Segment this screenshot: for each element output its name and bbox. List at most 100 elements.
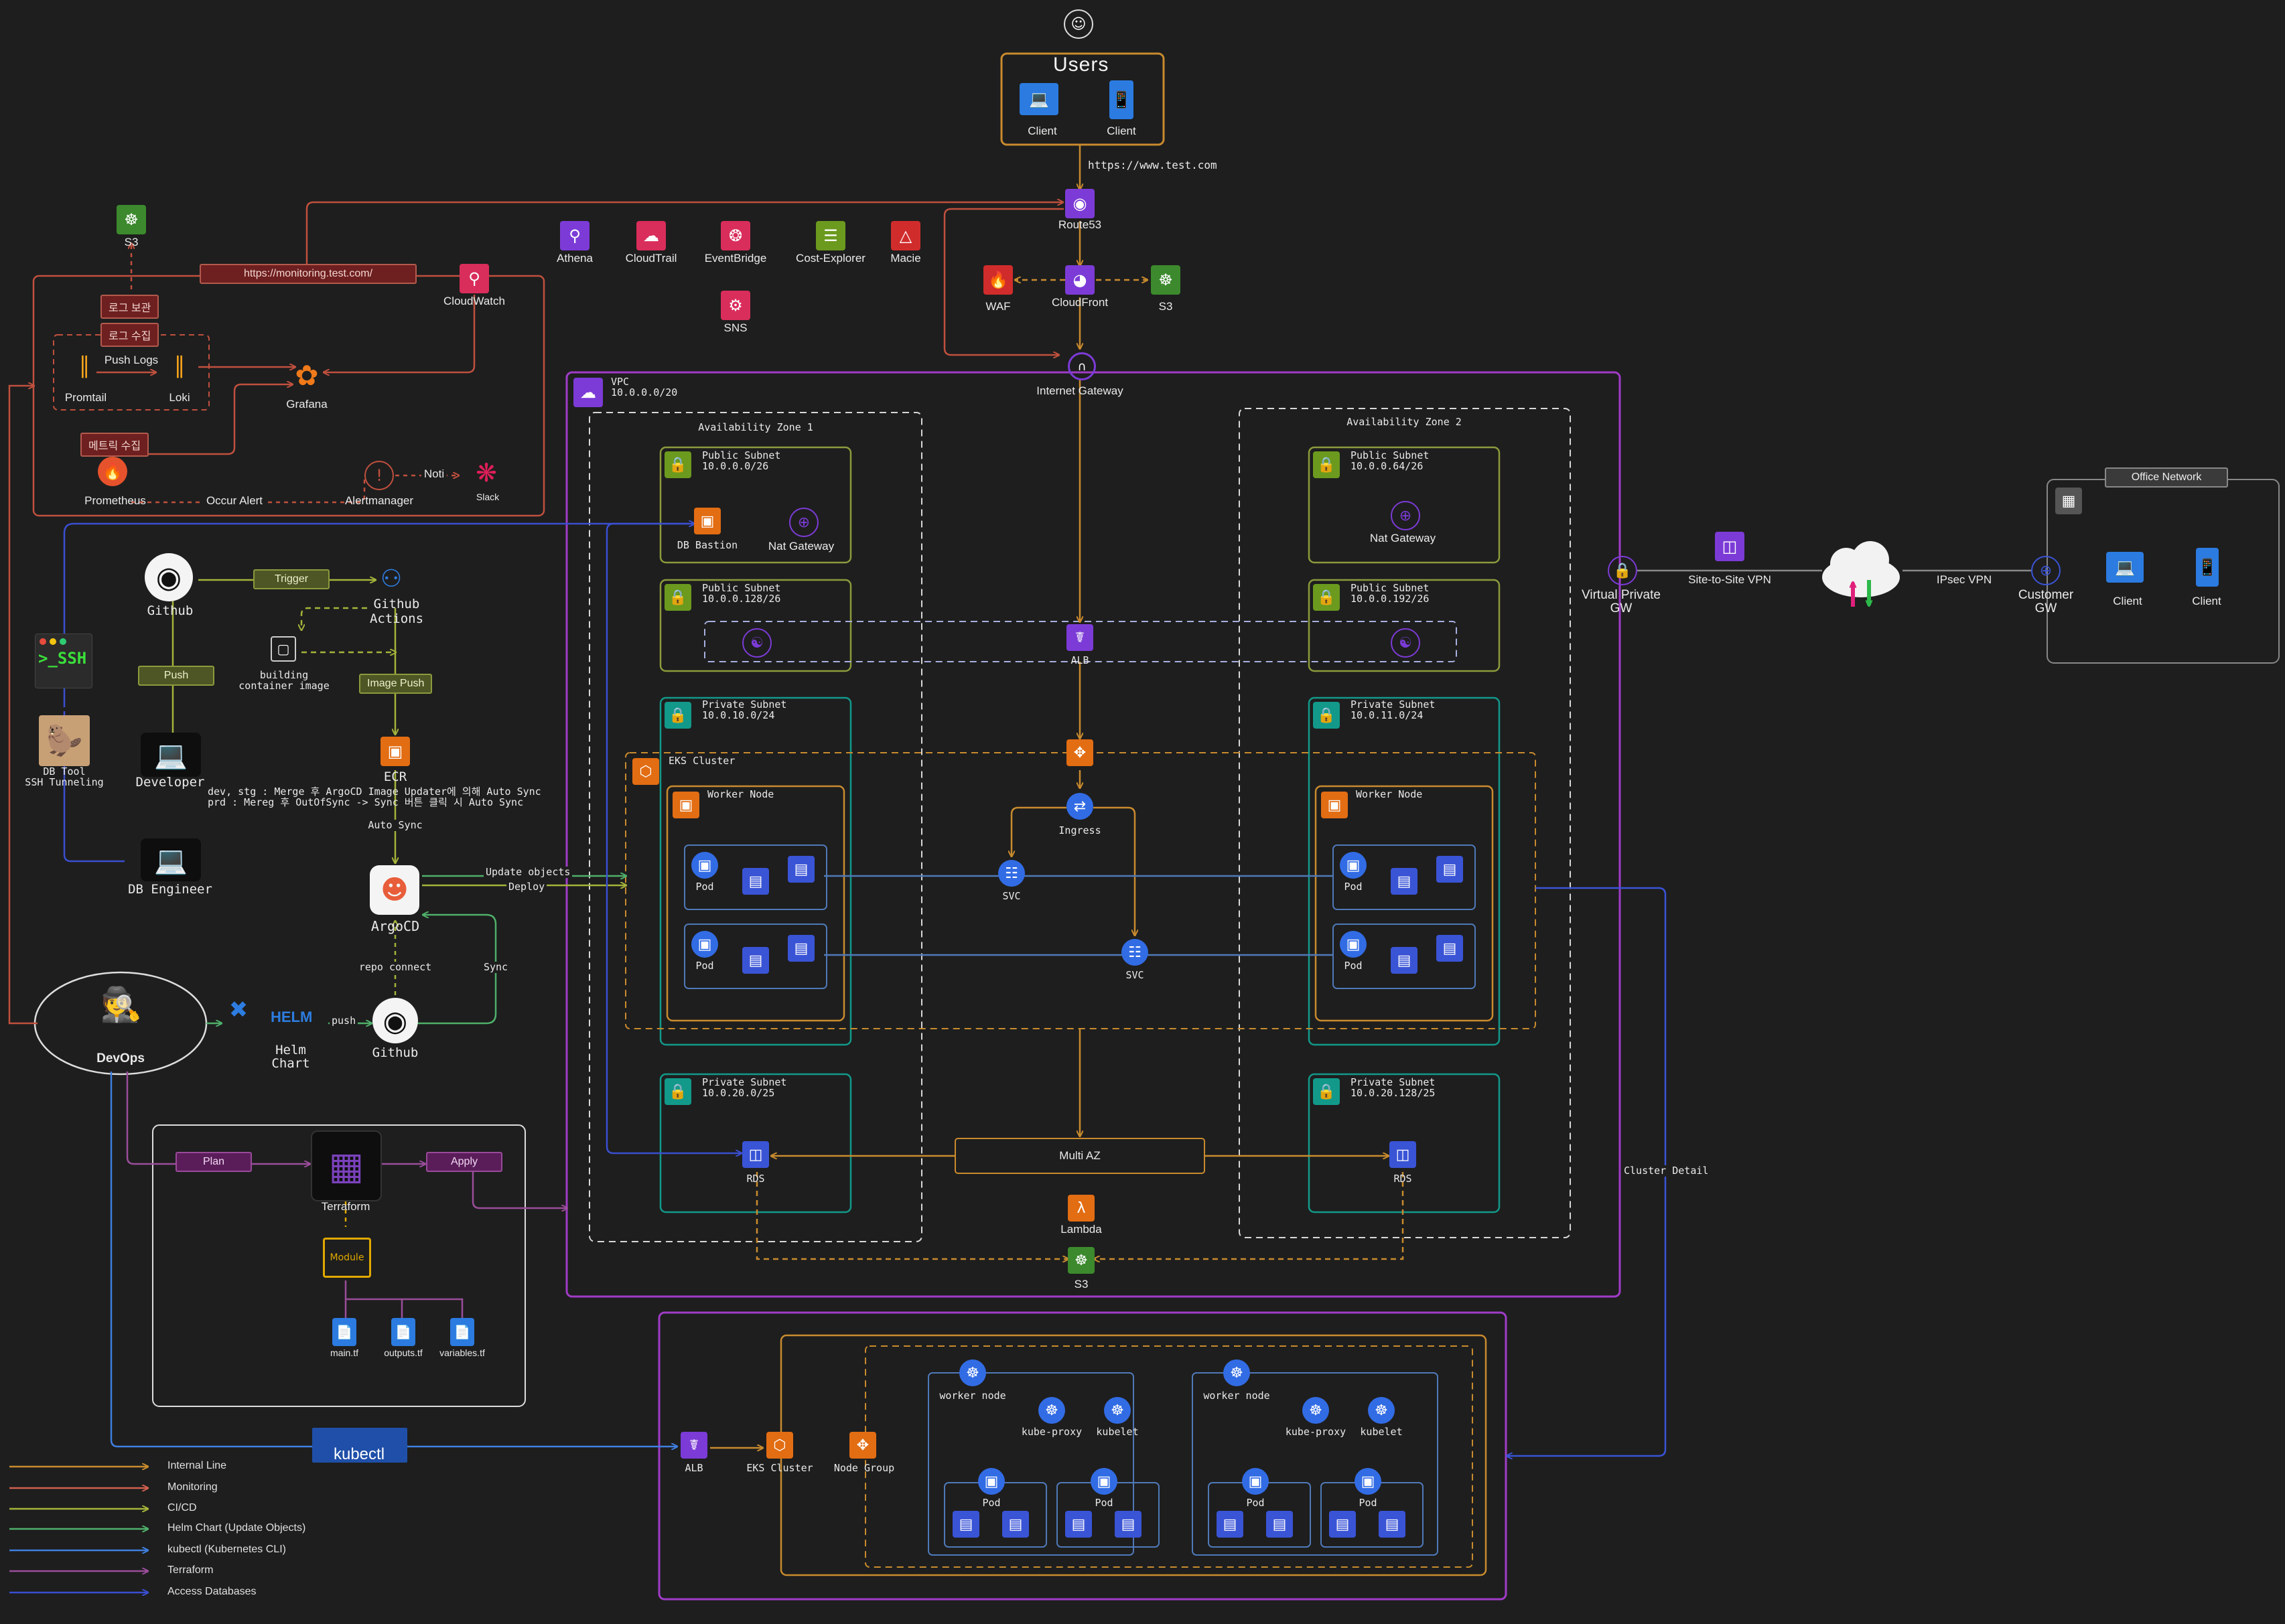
monitoring-s3-icon: ☸ <box>117 205 146 234</box>
push-label: push <box>330 1015 358 1027</box>
cd-kubelet-2-label: kubelet <box>1360 1426 1403 1438</box>
users-url[interactable]: https://www.test.com <box>1088 159 1217 171</box>
eks-entry-icon: ✥ <box>1066 739 1093 766</box>
window-dot-yellow <box>50 638 56 645</box>
phone-icon: 📱 <box>1109 80 1133 119</box>
alb-node-1-icon: ☯ <box>742 628 772 658</box>
ssh-terminal[interactable]: >_SSH <box>35 634 92 688</box>
cd-eks-icon: ⬡ <box>766 1432 793 1459</box>
container-icon: ▢ <box>271 636 296 662</box>
cd-worker-node-2-icon: ☸ <box>1223 1359 1250 1386</box>
db-tool-icon: 🦫 <box>39 715 90 766</box>
cd-pod-2-icon: ▣ <box>1091 1468 1117 1495</box>
vpc-cidr: 10.0.0.0/20 <box>611 386 678 398</box>
alertmanager-icon: ! <box>364 461 394 490</box>
cloudwatch-icon: ⚲ <box>460 264 489 293</box>
legend-access-databases: Access Databases <box>167 1586 257 1597</box>
public-subnet-1-name: Public Subnet <box>702 449 781 461</box>
private-subnet-1 <box>659 696 852 1046</box>
vpgw-label-1: Virtual Private <box>1582 588 1661 602</box>
promtail-icon: ∥ <box>78 352 90 379</box>
kubectl-label: kubectl <box>333 1445 385 1463</box>
argocd-note-1: dev, stg : Merge 후 ArgoCD Image Updater에… <box>208 786 541 798</box>
container-4-icon: ▤ <box>788 935 815 962</box>
module-icon: Module <box>323 1238 371 1278</box>
loki-label: Loki <box>169 391 190 404</box>
vpn-gateway-icon: ◫ <box>1715 532 1744 561</box>
vpgw-label-2: GW <box>1610 601 1633 615</box>
cd-container-icon: ▤ <box>1217 1511 1243 1538</box>
container-3-icon: ▤ <box>742 947 769 974</box>
apply-tag: Apply <box>426 1152 502 1172</box>
client-label-1: Client <box>1028 125 1057 137</box>
container-5-icon: ▤ <box>1391 868 1417 895</box>
auto-sync-label: Auto Sync <box>368 819 423 832</box>
office-network-tag: Office Network <box>2105 467 2228 488</box>
cd-kubelet-1-icon: ☸ <box>1104 1397 1131 1424</box>
private-subnet-2-cidr: 10.0.11.0/24 <box>1351 709 1424 721</box>
container-2-icon: ▤ <box>788 856 815 883</box>
alb-band <box>704 621 1457 662</box>
cd-worker-node-1-label: worker node <box>939 1390 1006 1402</box>
cd-container-icon: ▤ <box>953 1511 979 1538</box>
developer-icon: 💻 <box>141 733 201 777</box>
macie-icon: △ <box>891 221 920 250</box>
db-tool-label-2: SSH Tunneling <box>25 776 104 788</box>
cd-container-icon: ▤ <box>1266 1511 1293 1538</box>
ssh-label: >_SSH <box>38 649 87 668</box>
igw-label: Internet Gateway <box>1036 384 1123 397</box>
cloudtrail-icon: ☁ <box>636 221 666 250</box>
vpgw-icon: 🔒 <box>1608 556 1637 585</box>
cd-kube-proxy-2-label: kube-proxy <box>1285 1426 1346 1438</box>
devops-label: DevOps <box>96 1051 145 1065</box>
update-objects-label: Update objects <box>484 866 573 879</box>
cd-pod-2-label: Pod <box>1095 1497 1113 1509</box>
private-subnet-4-cidr: 10.0.20.128/25 <box>1351 1087 1436 1099</box>
cloudfront-label: CloudFront <box>1051 296 1109 309</box>
pod-label: Pod <box>1344 881 1363 893</box>
building-icon: ▦ <box>2055 488 2082 514</box>
public-subnet-2-cidr: 10.0.0.64/26 <box>1351 460 1424 472</box>
outputs-tf-icon: 📄 <box>391 1318 415 1346</box>
sync-label: Sync <box>481 961 510 974</box>
monitoring-s3-label: S3 <box>124 236 139 248</box>
cgw-icon: ⊕ <box>2031 556 2061 585</box>
cloudwatch-label: CloudWatch <box>443 295 505 307</box>
helm-label-1: Helm <box>275 1043 306 1057</box>
legend-terraform: Terraform <box>167 1564 214 1576</box>
eks-label: EKS Cluster <box>669 755 736 767</box>
public-subnet-4-name: Public Subnet <box>1351 582 1430 594</box>
cost-explorer-icon: ☰ <box>816 221 845 250</box>
nat-gateway-1-label: Nat Gateway <box>768 540 835 552</box>
cluster-detail-label: Cluster Detail <box>1624 1165 1709 1177</box>
route53-label: Route53 <box>1058 218 1102 231</box>
cd-pod-4-icon: ▣ <box>1355 1468 1381 1495</box>
legend-kubectl: kubectl (Kubernetes CLI) <box>167 1544 286 1555</box>
github-actions-label-1: Github <box>373 597 420 611</box>
image-push-tag: Image Push <box>359 674 433 694</box>
container-7-icon: ▤ <box>1391 947 1417 974</box>
monitoring-url-tag[interactable]: https://monitoring.test.com/ <box>200 264 417 284</box>
outputs-tf-label: outputs.tf <box>384 1347 423 1358</box>
repo-connect-label: repo connect <box>356 961 434 974</box>
private-subnet-1-icon: 🔒 <box>665 702 691 729</box>
plan-tag: Plan <box>176 1152 252 1172</box>
az1-box <box>589 412 922 1242</box>
cost-explorer-label: Cost-Explorer <box>796 252 865 265</box>
private-subnet-4 <box>1308 1073 1501 1213</box>
cd-node-group-label: Node Group <box>833 1462 895 1474</box>
s2s-label: Site-to-Site VPN <box>1688 573 1771 586</box>
cd-pod-3-icon: ▣ <box>1242 1468 1269 1495</box>
cd-alb-icon: ☤ <box>681 1432 707 1459</box>
cd-kubelet-2-icon: ☸ <box>1368 1397 1395 1424</box>
public-subnet-2 <box>1308 446 1501 564</box>
building-label-2: container image <box>238 680 330 692</box>
svc-1-label: SVC <box>1002 890 1021 902</box>
github-label: Github <box>147 603 194 618</box>
public-subnet-3-cidr: 10.0.0.128/26 <box>702 593 781 605</box>
push-tag: Push <box>138 666 214 686</box>
cloudtrail-label: CloudTrail <box>625 252 677 265</box>
az2-label: Availability Zone 2 <box>1346 416 1462 428</box>
athena-label: Athena <box>557 252 593 265</box>
